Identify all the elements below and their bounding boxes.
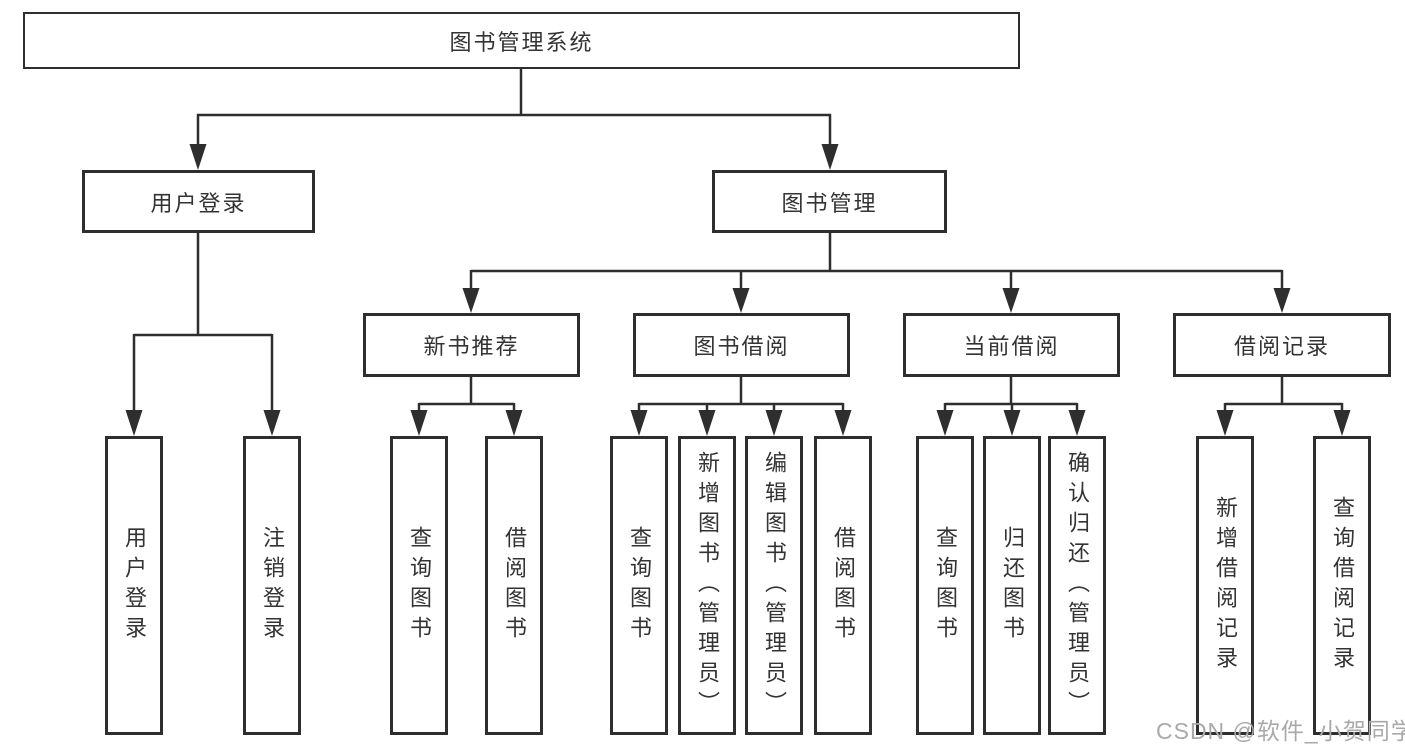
leaf-records-query-record: 查询借阅记录 xyxy=(1313,436,1371,735)
leaf-recommend-borrow-books: 借阅图书 xyxy=(485,436,543,735)
node-current-borrow-label: 当前借阅 xyxy=(963,334,1060,359)
leaf-current-query-books: 查询图书 xyxy=(916,436,974,735)
leaf-current-return-books: 归还图书 xyxy=(983,436,1041,735)
node-borrow-records-label: 借阅记录 xyxy=(1233,334,1330,359)
node-borrow-records: 借阅记录 xyxy=(1173,313,1391,377)
leaf-user-login-label: 用户登录 xyxy=(122,525,147,646)
leaf-recommend-query-books: 查询图书 xyxy=(390,436,448,735)
node-book-borrow-label: 图书借阅 xyxy=(693,334,790,359)
leaf-current-confirm-return-admin: 确认归还（管理员） xyxy=(1048,436,1106,735)
node-book-borrow: 图书借阅 xyxy=(633,313,850,377)
leaf-recommend-query-books-label: 查询图书 xyxy=(407,525,432,646)
node-root: 图书管理系统 xyxy=(23,12,1020,69)
leaf-records-add-record-label: 新增借阅记录 xyxy=(1213,495,1238,676)
node-book-management: 图书管理 xyxy=(712,170,947,233)
leaf-borrow-add-books-admin: 新增图书（管理员） xyxy=(678,436,736,735)
leaf-logout-label: 注销登录 xyxy=(260,525,285,646)
node-user-login: 用户登录 xyxy=(82,170,315,233)
leaf-user-login: 用户登录 xyxy=(105,436,163,735)
leaf-records-query-record-label: 查询借阅记录 xyxy=(1330,495,1355,676)
node-current-borrow: 当前借阅 xyxy=(903,313,1120,377)
leaf-borrow-query-books-label: 查询图书 xyxy=(627,525,652,646)
node-new-book-recommend-label: 新书推荐 xyxy=(423,334,520,359)
csdn-watermark: CSDN @软件_小贺同学 xyxy=(1156,718,1405,744)
leaf-current-query-books-label: 查询图书 xyxy=(933,525,958,646)
leaf-borrow-query-books: 查询图书 xyxy=(610,436,668,735)
node-new-book-recommend: 新书推荐 xyxy=(363,313,580,377)
node-book-management-label: 图书管理 xyxy=(781,190,878,216)
leaf-borrow-edit-books-admin: 编辑图书（管理员） xyxy=(745,436,803,735)
leaf-borrow-borrow-books-label: 借阅图书 xyxy=(831,525,856,646)
leaf-borrow-edit-books-admin-label: 编辑图书（管理员） xyxy=(762,450,787,721)
node-user-login-label: 用户登录 xyxy=(150,190,247,216)
leaf-current-confirm-return-admin-label: 确认归还（管理员） xyxy=(1065,450,1090,721)
leaf-recommend-borrow-books-label: 借阅图书 xyxy=(502,525,527,646)
leaf-records-add-record: 新增借阅记录 xyxy=(1196,436,1254,735)
leaf-borrow-add-books-admin-label: 新增图书（管理员） xyxy=(695,450,720,721)
leaf-current-return-books-label: 归还图书 xyxy=(1000,525,1025,646)
leaf-borrow-borrow-books: 借阅图书 xyxy=(814,436,872,735)
leaf-logout: 注销登录 xyxy=(243,436,301,735)
node-root-label: 图书管理系统 xyxy=(449,29,594,55)
